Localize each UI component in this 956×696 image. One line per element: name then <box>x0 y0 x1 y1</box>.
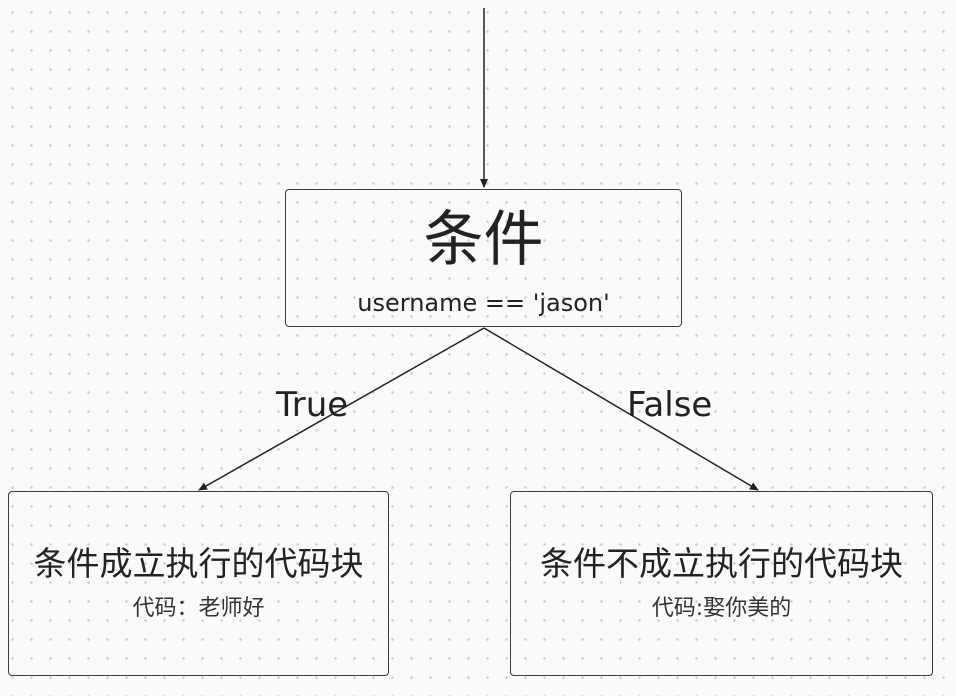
false-branch-code: 代码:娶你美的 <box>651 596 792 621</box>
true-branch-node[interactable]: 条件成立执行的代码块 代码：老师好 <box>8 491 389 676</box>
false-edge-label: False <box>627 385 713 425</box>
false-branch-arrow <box>483 327 759 491</box>
condition-node[interactable]: 条件 username == 'jason' <box>285 189 682 327</box>
condition-expression: username == 'jason' <box>357 289 610 317</box>
true-branch-title: 条件成立执行的代码块 <box>33 544 364 583</box>
true-branch-arrow <box>198 327 485 491</box>
true-branch-code: 代码：老师好 <box>132 596 265 621</box>
true-edge-label: True <box>276 385 349 425</box>
false-branch-title: 条件不成立执行的代码块 <box>540 544 903 583</box>
false-branch-node[interactable]: 条件不成立执行的代码块 代码:娶你美的 <box>510 491 933 676</box>
condition-title: 条件 <box>423 205 544 275</box>
